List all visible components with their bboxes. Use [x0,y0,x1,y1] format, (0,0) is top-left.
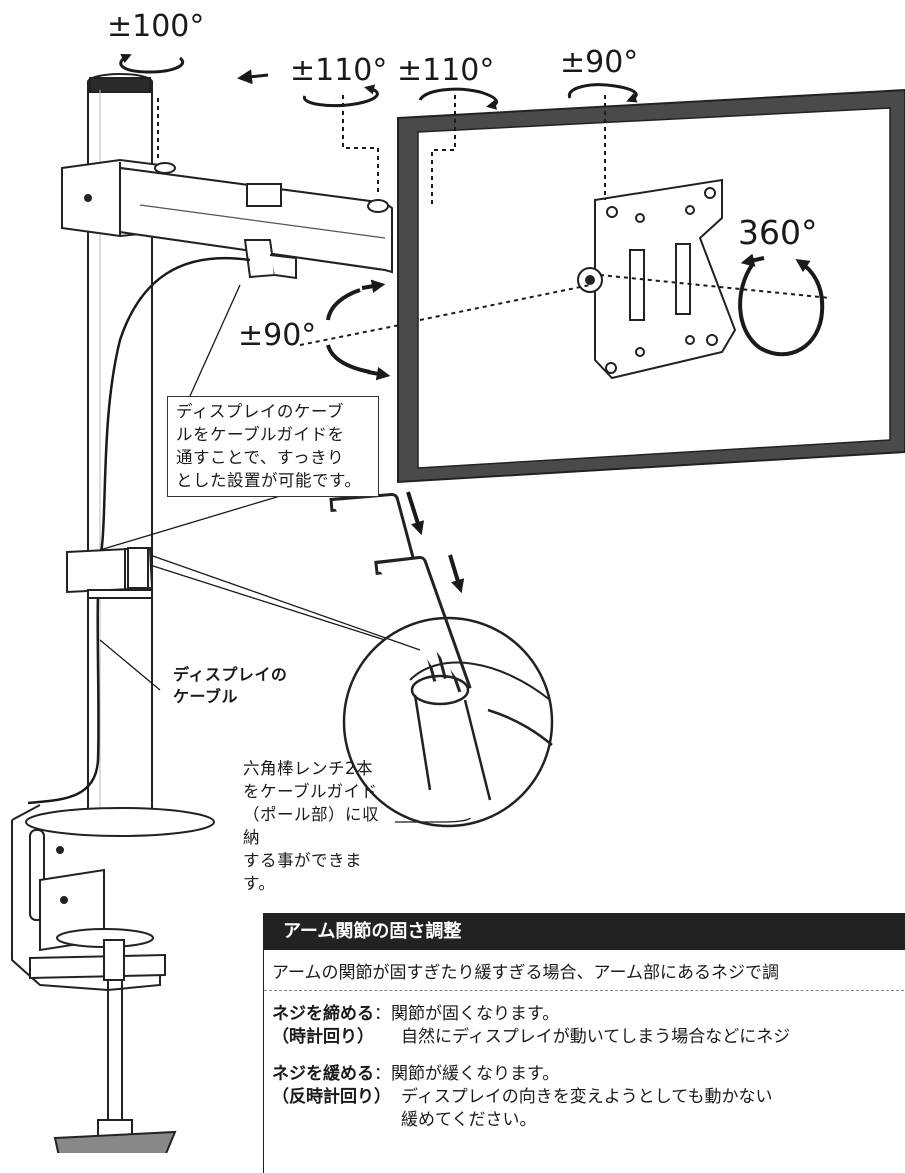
pole-arm-bracket [61,158,393,274]
tighten-line-2: 自然にディスプレイが動いてしまう場合などにネジ [401,1027,791,1047]
wrench-note-line: 六角棒レンチ2本 [243,759,373,778]
cable-label: ディスプレイの ケーブル [173,664,287,708]
loosen-line-1: 関節が緩くなります。 [391,1064,560,1084]
tilt-arrows [326,279,391,381]
wrench-storage-zoom [342,616,554,828]
insert-arrows [406,491,465,594]
desk-clamp [11,804,215,1153]
tighten-action: ネジを締める [272,1004,374,1024]
cable-label-line: ケーブル [173,687,239,706]
hex-wrenches [329,493,472,693]
arm-cable-guide [243,239,297,280]
joint-adjustment-intro: アームの関節が固すぎたり緩すぎる場合、アーム部にあるネジで調 [264,950,905,991]
loosen-line-3: 緩めてください。 [401,1110,537,1130]
joint-adjustment-title: アーム関節の固さ調整 [264,913,905,950]
tighten-line-1: 関節が固くなります。 [391,1004,560,1024]
wrench-note-line: （ポール部）に収納 [243,805,379,847]
callout-leaders [99,284,471,823]
degree-label-pole: ±100° [107,9,204,44]
degree-label-arm-2: ±110° [397,53,494,88]
loosen-action: ネジを緩める [272,1064,374,1084]
monitor [397,88,905,484]
cable-guide-note: ディスプレイのケーブ ルをケーブルガイドを 通すことで、すっきり とした設置が可… [167,396,379,497]
joint-adjustment-panel: アーム関節の固さ調整 アームの関節が固すぎたり緩すぎる場合、アーム部にあるネジで… [263,913,905,1173]
loosen-instructions: ネジを緩める ： 関節が緩くなります。 （反時計回り） ディスプレイの向きを変え… [264,1063,905,1132]
degree-label-head: ±90° [560,45,638,80]
loosen-direction: （反時計回り） [272,1087,391,1107]
rotation-arrows [119,53,638,110]
cable-guide-note-line: 通すことで、すっきり [176,448,345,467]
degree-label-rotation: 360° [738,213,818,252]
loosen-separator: ： [374,1064,391,1084]
rotation-360-arrow [738,253,825,357]
cable-label-line: ディスプレイの [173,665,288,684]
loosen-indent [272,1109,401,1132]
wrench-note-line: をケーブルガイド [243,782,378,801]
cable-guide-note-line: ディスプレイのケーブ [176,402,344,421]
cable-guide-note-line: ルをケーブルガイドを [176,425,345,444]
tighten-separator: ： [374,1004,391,1024]
degree-label-tilt: ±90° [238,318,316,353]
wrench-storage-note: 六角棒レンチ2本 をケーブルガイド （ポール部）に収納 する事ができます。 [243,757,393,895]
vesa-mount-plate [594,178,737,380]
cable-guide-note-line: とした設置が可能です。 [176,471,362,490]
pole-cable-guide [66,546,154,599]
degree-label-arm-1: ±110° [290,53,387,88]
tighten-instructions: ネジを締める ： 関節が固くなります。 （時計回り） 自然にディスプレイが動いて… [264,1003,905,1049]
rotation-axes [157,95,831,346]
tighten-direction: （時計回り） [272,1027,374,1047]
loosen-line-2: ディスプレイの向きを変えようとしても動かない [401,1087,773,1107]
wrench-note-line: する事ができます。 [243,851,362,893]
